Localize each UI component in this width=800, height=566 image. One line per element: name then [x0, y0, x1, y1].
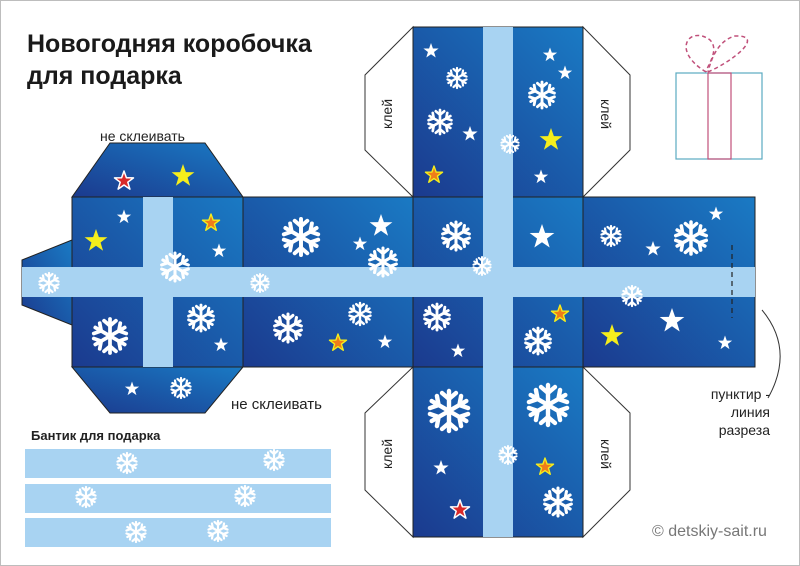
page-title: Новогодняя коробочка для подарка — [27, 28, 312, 92]
gift-icon — [675, 34, 763, 160]
title-line-1: Новогодняя коробочка — [27, 30, 312, 58]
bow-strip — [25, 518, 331, 547]
copyright-credit: © detskiy-sait.ru — [652, 523, 767, 540]
cut-line-label: пунктир - линия разреза — [710, 386, 770, 438]
bow-title: Бантик для подарка — [31, 428, 161, 443]
title-line-2: для подарка — [27, 62, 182, 90]
ribbon-left-vertical — [143, 197, 173, 367]
no-glue-label-top: не склеивать — [100, 128, 185, 144]
no-glue-label-bottom: не склеивать — [231, 396, 322, 413]
